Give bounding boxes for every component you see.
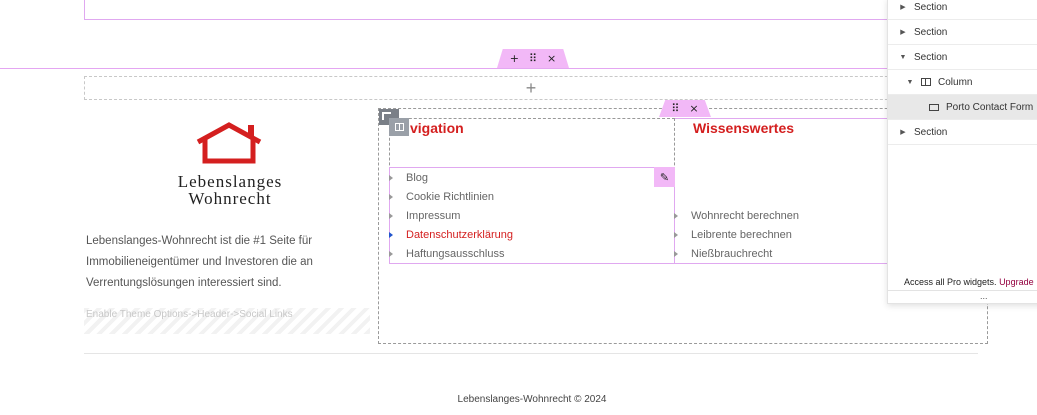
- section-handle[interactable]: + ⠿ ×: [497, 49, 569, 68]
- about-text: Lebenslanges-Wohnrecht ist die #1 Seite …: [86, 235, 313, 289]
- bullet-icon: [674, 250, 678, 257]
- caret-right-icon[interactable]: ▶: [900, 4, 906, 11]
- link-leibrente-berechnen[interactable]: Leibrente berechnen: [674, 225, 799, 244]
- footer-divider: [84, 353, 978, 354]
- bullet-icon: [389, 174, 393, 181]
- pro-widgets-note: Access all Pro widgets. Upgrade: [904, 277, 1034, 287]
- bullet-icon: [389, 212, 393, 219]
- bullet-icon: [389, 250, 393, 257]
- bullet-icon: [389, 193, 393, 200]
- navigator-item-contact-form[interactable]: Porto Contact Form: [888, 95, 1037, 120]
- nav-link-blog[interactable]: Blog: [389, 168, 513, 187]
- corner-icon: [382, 112, 391, 120]
- bullet-icon: [674, 231, 678, 238]
- add-icon[interactable]: +: [525, 77, 537, 98]
- close-inner-section-icon[interactable]: ×: [689, 102, 699, 115]
- bullet-icon: [389, 231, 393, 238]
- navigation-heading: vigation: [410, 120, 464, 136]
- caret-down-icon[interactable]: ▼: [906, 78, 914, 86]
- logo: [150, 120, 310, 215]
- caret-right-icon[interactable]: ▶: [900, 29, 906, 36]
- pencil-icon: ✎: [659, 171, 670, 184]
- close-section-icon[interactable]: ×: [547, 52, 557, 65]
- add-section-icon[interactable]: +: [509, 52, 519, 65]
- nav-link-haftung[interactable]: Haftungsausschluss: [389, 244, 513, 263]
- nav-link-impressum[interactable]: Impressum: [389, 206, 513, 225]
- copyright-text: Lebenslanges-Wohnrecht © 2024: [457, 394, 607, 405]
- link-niessbrauchrecht[interactable]: Nießbrauchrecht: [674, 244, 799, 263]
- logo-text-line1: Lebenslanges: [177, 172, 283, 191]
- section-outline: [0, 68, 1037, 69]
- logo-text-line2: Wohnrecht: [188, 189, 272, 208]
- nav-link-cookie[interactable]: Cookie Richtlinien: [389, 187, 513, 206]
- form-icon: [929, 103, 939, 111]
- drag-inner-section-icon[interactable]: ⠿: [671, 102, 680, 115]
- link-wohnrecht-berechnen[interactable]: Wohnrecht berechnen: [674, 206, 799, 225]
- navigator-item-section[interactable]: ▶ Section: [888, 0, 1037, 20]
- bullet-icon: [674, 212, 678, 219]
- wissenswertes-heading: Wissenswertes: [693, 120, 795, 136]
- navigator-item-section[interactable]: ▶ Section: [888, 20, 1037, 45]
- column-handle-icon[interactable]: [389, 118, 409, 136]
- navigation-link-list: Blog Cookie Richtlinien Impressum Datens…: [389, 168, 513, 263]
- caret-right-icon[interactable]: ▶: [900, 129, 906, 136]
- house-logo-icon: [196, 122, 262, 164]
- navigator-item-section[interactable]: ▶ Section: [888, 120, 1037, 145]
- resize-handle-icon[interactable]: ...: [980, 291, 988, 301]
- previous-section-outline: [84, 0, 924, 20]
- column-wissenswertes-outline: [675, 118, 1025, 264]
- navigator-item-section-expanded[interactable]: ▼ Section: [888, 45, 1037, 70]
- edit-widget-button[interactable]: ✎: [654, 167, 675, 187]
- upgrade-link[interactable]: Upgrade: [999, 277, 1034, 287]
- social-links-placeholder: Enable Theme Options->Header->Social Lin…: [84, 308, 370, 334]
- inner-section-handle[interactable]: ⠿ ×: [659, 100, 711, 117]
- add-section-dropzone[interactable]: +: [84, 76, 978, 100]
- wissenswertes-link-list: Wohnrecht berechnen Leibrente berechnen …: [674, 206, 799, 263]
- panel-divider: [888, 290, 1037, 291]
- caret-down-icon[interactable]: ▼: [899, 53, 907, 61]
- navigator-panel: ▶ Section ▶ Section ▼ Section ▼ Column P…: [887, 0, 1037, 304]
- navigator-item-column[interactable]: ▼ Column: [888, 70, 1037, 95]
- drag-section-icon[interactable]: ⠿: [528, 52, 538, 65]
- nav-link-datenschutz[interactable]: Datenschutzerklärung: [389, 225, 513, 244]
- column-icon: [921, 78, 931, 86]
